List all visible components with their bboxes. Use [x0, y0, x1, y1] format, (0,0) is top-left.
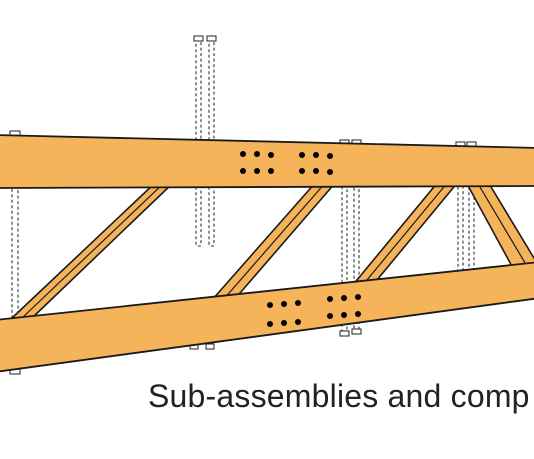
bolt-holes-top [240, 151, 333, 175]
bolt-holes-bottom [267, 294, 361, 327]
bottom-chord [0, 261, 534, 373]
bolt-bottom-washer-2 [205, 343, 215, 350]
top-chord [0, 134, 534, 189]
diagram-caption: Sub-assemblies and comp [148, 378, 530, 414]
